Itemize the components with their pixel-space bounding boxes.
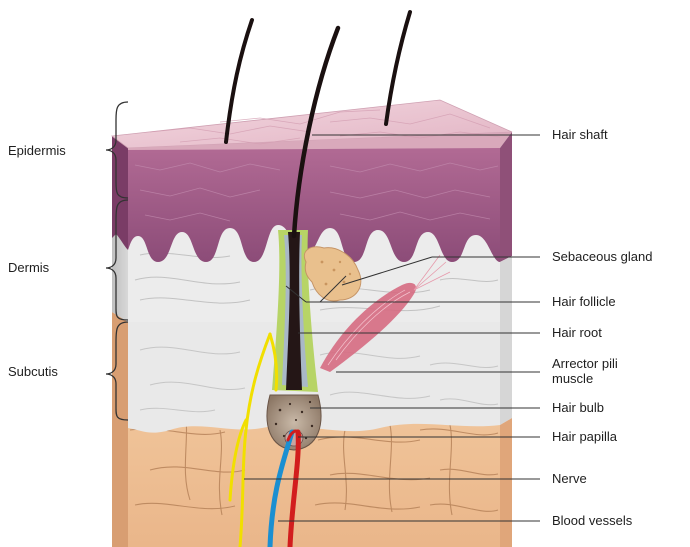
label-epidermis: Epidermis (8, 143, 66, 158)
label-dermis: Dermis (8, 260, 50, 275)
label-hair-shaft: Hair shaft (552, 127, 608, 142)
dermis-edge (500, 256, 512, 425)
label-sebaceous-gland: Sebaceous gland (552, 249, 652, 264)
label-hair-bulb: Hair bulb (552, 400, 604, 415)
label-arrector-pili-line2: muscle (552, 371, 593, 386)
label-hair-root: Hair root (552, 325, 602, 340)
label-hair-follicle: Hair follicle (552, 294, 616, 309)
label-nerve: Nerve (552, 471, 587, 486)
label-blood-vessels: Blood vessels (552, 513, 633, 528)
label-hair-papilla: Hair papilla (552, 429, 618, 444)
label-arrector-pili: Arrector pili (552, 356, 618, 371)
label-subcutis: Subcutis (8, 364, 58, 379)
